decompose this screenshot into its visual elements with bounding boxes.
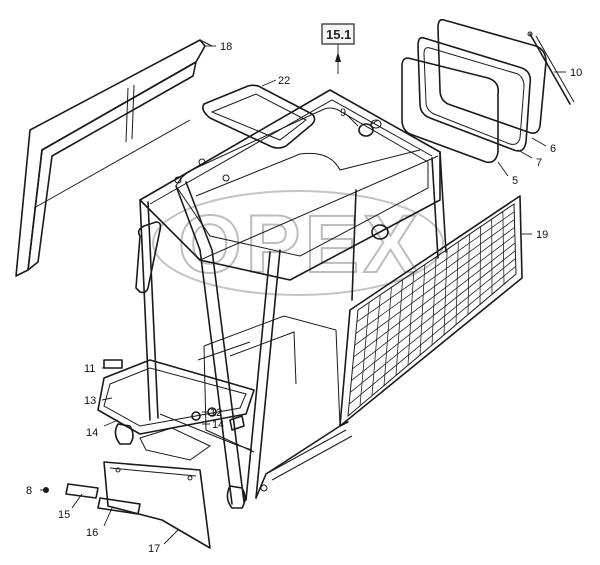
watermark-logo: OPEX	[152, 190, 444, 296]
label-part-14-left: 14	[86, 427, 98, 439]
part-7-seal	[417, 36, 532, 152]
label-part-19: 19	[536, 229, 548, 241]
label-part-14-right: 14	[212, 419, 224, 431]
label-part-17: 17	[148, 543, 160, 555]
mesh-grid	[348, 211, 517, 406]
label-part-22: 22	[278, 75, 290, 87]
label-part-6: 6	[550, 143, 556, 155]
lower-front-parts	[97, 359, 255, 509]
part-15-strip	[65, 483, 99, 499]
label-part-8: 8	[26, 485, 32, 497]
label-part-12: 12	[210, 407, 222, 419]
label-part-5: 5	[512, 175, 518, 187]
part-22-roof-panel	[202, 84, 316, 149]
leader-lines	[40, 45, 566, 545]
reference-box-text: 15.1	[326, 27, 351, 42]
label-part-16: 16	[86, 527, 98, 539]
part-17-floor-plate	[103, 461, 211, 549]
reference-box: 15.1	[321, 23, 355, 74]
label-part-15: 15	[58, 509, 70, 521]
label-part-11: 11	[84, 363, 95, 375]
part-6-glass	[437, 18, 547, 134]
part-10-wiper	[527, 31, 575, 105]
label-part-9: 9	[340, 107, 346, 119]
part-16-strip	[97, 497, 141, 515]
part-5-rear-window	[401, 57, 500, 164]
part-18-windshield	[15, 39, 213, 277]
label-part-13: 13	[84, 395, 96, 407]
label-part-7: 7	[536, 157, 542, 169]
part-labels: 18 22 10 9 6 7 5 19 11 13 12 14 14 8 15 …	[26, 41, 582, 555]
part-19-side-mesh-panel	[339, 195, 523, 427]
label-part-18: 18	[220, 41, 232, 53]
label-part-10: 10	[570, 67, 582, 79]
cab-frame	[135, 89, 447, 505]
part-8-screw	[43, 487, 49, 493]
